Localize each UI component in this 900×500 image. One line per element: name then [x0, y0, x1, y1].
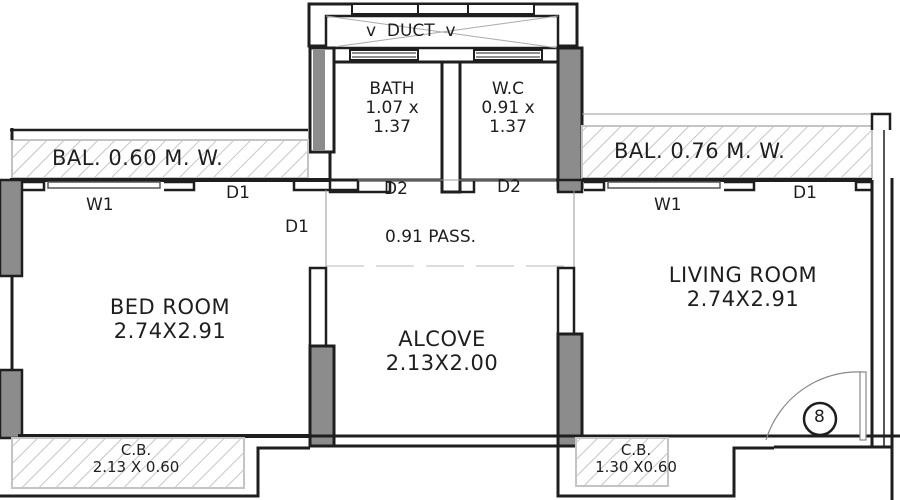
- toilet-block-walls: [308, 46, 584, 194]
- flat-number-circle: [802, 401, 838, 437]
- door-d1-living-balcony: D1: [793, 183, 817, 203]
- living-room-walls: [582, 130, 894, 500]
- bath-label: BATH 1.07 x 1.37: [365, 79, 419, 138]
- flat-number: 8: [814, 407, 825, 427]
- door-d1-bed-pass: D1: [285, 217, 309, 237]
- alcove-label: ALCOVE 2.13X2.00: [385, 327, 499, 375]
- duct-vents: [349, 49, 543, 61]
- bedroom-walls: [0, 178, 360, 440]
- duct-label: v DUCT v: [366, 21, 456, 41]
- balcony-left-label: BAL. 0.60 M. W.: [52, 146, 224, 170]
- bedroom-label: BED ROOM 2.74X2.91: [109, 295, 231, 343]
- vent-right-icon: v: [445, 21, 456, 41]
- wc-label: W.C 0.91 x 1.37: [481, 79, 535, 138]
- duct-area: [307, 2, 579, 50]
- passage-label: 0.91 PASS.: [385, 227, 477, 247]
- passage-walls: [326, 178, 584, 270]
- cupboard-left: [0, 437, 310, 498]
- window-w1-left: W1: [86, 195, 114, 215]
- window-w1-right: W1: [654, 195, 682, 215]
- cupboard-left-label: C.B. 2.13 X 0.60: [92, 441, 180, 476]
- door-d2-wc: D2: [497, 177, 521, 197]
- cupboard-right-label: C.B. 1.30 X0.60: [595, 441, 677, 476]
- balcony-right-label: BAL. 0.76 M. W.: [614, 139, 786, 163]
- door-d2-bath: D2: [384, 179, 408, 199]
- cupboard-right: [556, 437, 774, 498]
- alcove-walls: [308, 266, 900, 448]
- vent-left-icon: v: [366, 21, 377, 41]
- door-d1-bed-balcony: D1: [226, 183, 250, 203]
- living-room-label: LIVING ROOM 2.74X2.91: [668, 263, 818, 311]
